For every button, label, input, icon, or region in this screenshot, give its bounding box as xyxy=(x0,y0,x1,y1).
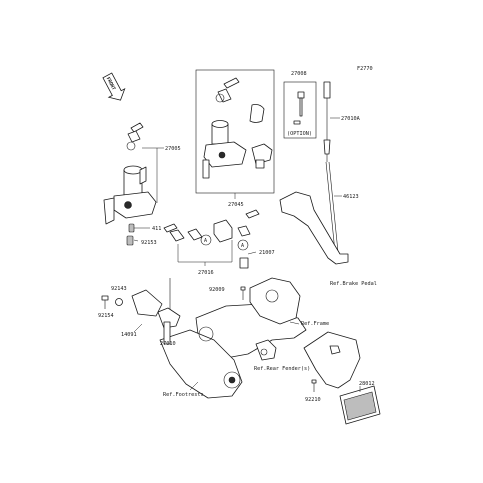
label-27010a: 27010A xyxy=(341,116,361,122)
label-411: 411 xyxy=(152,226,161,232)
label-92143: 92143 xyxy=(111,286,127,292)
brake-rod xyxy=(279,161,349,265)
figure-code: F2770 xyxy=(357,66,373,72)
label-27016: 27016 xyxy=(198,270,214,276)
option-caption: (OPTION) xyxy=(287,131,312,137)
label-27005: 27005 xyxy=(165,146,181,152)
label-46123: 46123 xyxy=(343,194,359,200)
label-28012: 28012 xyxy=(359,381,375,387)
label-27010: 27010 xyxy=(160,341,176,347)
option-key xyxy=(293,91,305,125)
callout-a-right: A xyxy=(241,243,244,249)
label-21007: 21007 xyxy=(259,250,275,256)
label-27045: 27045 xyxy=(228,202,244,208)
bolt-92009 xyxy=(240,286,246,300)
label-14091: 14091 xyxy=(121,332,137,338)
label-92009: 92009 xyxy=(209,287,225,293)
fasteners-left xyxy=(101,278,181,329)
label-92210: 92210 xyxy=(305,397,321,403)
ref-rear-fender: Ref.Rear Fender(s) xyxy=(254,366,310,372)
front-label: FRONT xyxy=(105,76,117,91)
label-92153: 92153 xyxy=(141,240,157,246)
label-92154: 92154 xyxy=(98,313,114,319)
main-bracket-assy xyxy=(159,277,307,399)
option-frame xyxy=(283,81,317,139)
label-27008: 27008 xyxy=(291,71,307,77)
ref-brake-pedal: Ref.Brake Pedal xyxy=(330,281,377,287)
key-set-27016 xyxy=(163,209,260,269)
callout-a-left: A xyxy=(204,238,207,244)
ref-footrests: Ref.Footrests xyxy=(163,392,204,398)
bolt-92210 xyxy=(311,379,317,392)
front-arrow-icon: FRONT xyxy=(102,72,126,101)
key-lock-set xyxy=(202,77,273,179)
switch-cable-27010a xyxy=(323,81,331,162)
ignition-switch-assy xyxy=(103,122,157,246)
license-plate-holder xyxy=(303,331,381,425)
ref-frame: Ref.Frame xyxy=(301,321,329,327)
